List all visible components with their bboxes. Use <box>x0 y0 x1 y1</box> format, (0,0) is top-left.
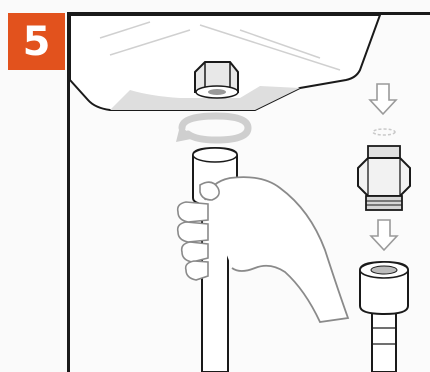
adapter-nut <box>358 146 410 210</box>
down-arrow-icon <box>371 220 397 250</box>
tape-ring <box>373 129 395 135</box>
rotate-icon <box>176 116 248 142</box>
hose-end-fitting <box>360 262 408 372</box>
tank-connector <box>195 62 238 98</box>
down-arrow-icon <box>370 84 396 114</box>
